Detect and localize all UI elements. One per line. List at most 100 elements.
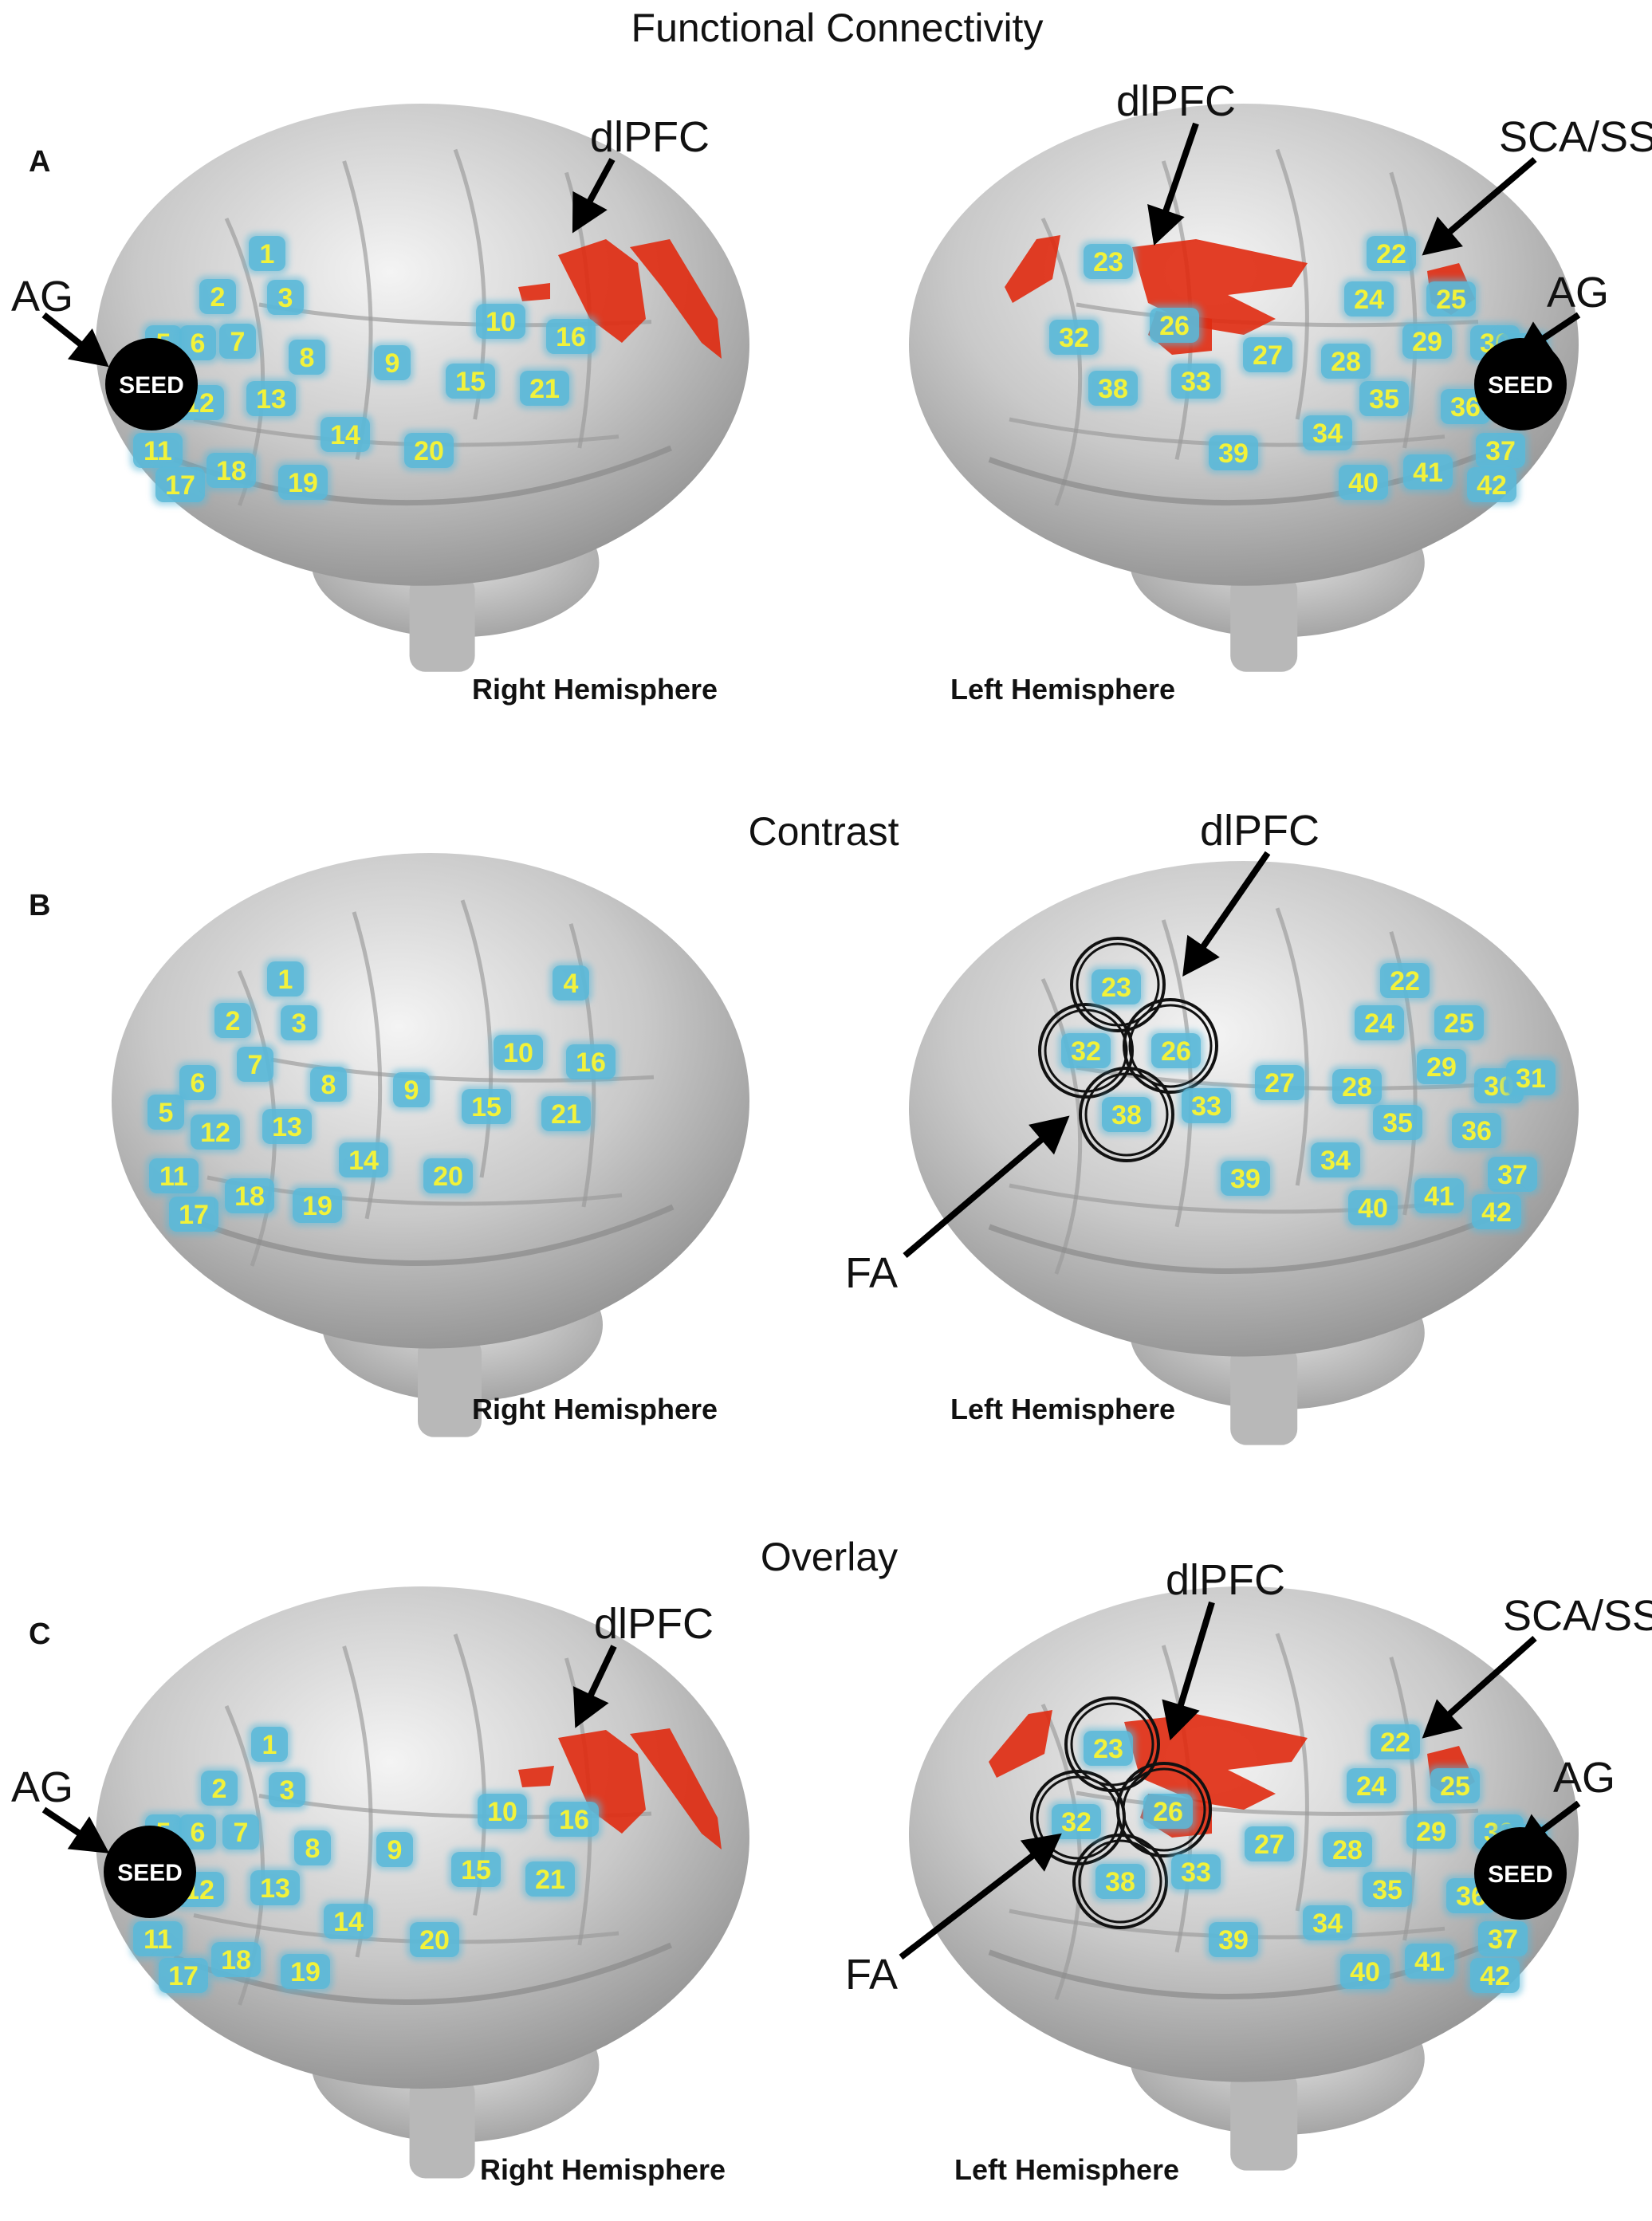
electrode-number: 18: [234, 1181, 265, 1212]
electrode-number: 38: [1098, 374, 1128, 404]
electrode-20: 20: [401, 430, 457, 471]
seed-marker-c-left: SEED: [1474, 1827, 1567, 1920]
electrode-number: 22: [1376, 239, 1406, 269]
electrode-41: 41: [1411, 1175, 1467, 1217]
electrode-29: 29: [1414, 1046, 1469, 1087]
label-scass-c: SCA/SS: [1503, 1592, 1652, 1640]
electrode-17: 17: [152, 464, 208, 505]
electrode-number: 14: [348, 1146, 379, 1176]
seed-marker-a-left: SEED: [1474, 338, 1567, 430]
electrode-4: 4: [549, 962, 592, 1004]
electrode-17: 17: [166, 1193, 222, 1235]
electrode-number: 37: [1485, 436, 1516, 466]
electrodes-panel-c: 1235678910111213141516171819202122232425…: [130, 1721, 1551, 1996]
electrode-number: 35: [1372, 1875, 1402, 1905]
electrode-number: 26: [1153, 1797, 1183, 1827]
electrode-32: 32: [1058, 1030, 1114, 1071]
hemi-label-c-left: Left Hemisphere: [954, 2153, 1179, 2186]
electrode-38: 38: [1085, 368, 1141, 409]
electrode-number: 41: [1414, 1947, 1445, 1977]
arrow-dlpfc-a-right: [572, 158, 616, 234]
panel-letter-a: A: [29, 145, 50, 179]
electrode-11: 11: [146, 1155, 202, 1197]
electrode-number: 34: [1312, 419, 1343, 449]
electrode-number: 38: [1105, 1867, 1135, 1897]
electrode-38: 38: [1092, 1861, 1148, 1902]
electrode-15: 15: [458, 1086, 514, 1127]
electrode-number: 21: [529, 374, 560, 404]
label-ag-a-right: AG: [11, 273, 73, 320]
electrode-32: 32: [1046, 316, 1102, 358]
label-scass-a: SCA/SS: [1499, 113, 1652, 161]
electrode-number: 18: [221, 1945, 251, 1975]
electrode-25: 25: [1431, 1002, 1487, 1044]
electrode-33: 33: [1178, 1085, 1234, 1126]
electrode-42: 42: [1464, 464, 1520, 505]
electrode-26: 26: [1148, 1030, 1204, 1071]
arrow-scass-a: [1422, 156, 1537, 256]
electrode-34: 34: [1308, 1139, 1363, 1181]
electrode-22: 22: [1363, 233, 1419, 274]
electrode-37: 37: [1473, 430, 1528, 471]
electrode-22: 22: [1367, 1721, 1423, 1763]
electrode-11: 11: [130, 1918, 186, 1960]
electrode-number: 9: [387, 1835, 403, 1865]
electrode-number: 11: [144, 1924, 172, 1955]
electrode-number: 7: [248, 1050, 263, 1080]
panel-letter-b: B: [29, 889, 50, 922]
electrode-35: 35: [1356, 378, 1412, 419]
electrode-7: 7: [234, 1044, 277, 1085]
electrode-number: 10: [486, 307, 516, 337]
electrode-number: 36: [1450, 392, 1481, 423]
electrode-number: 26: [1161, 1036, 1191, 1067]
electrode-26: 26: [1147, 305, 1202, 346]
electrode-25: 25: [1423, 278, 1479, 320]
electrode-23: 23: [1080, 241, 1136, 282]
electrode-6: 6: [176, 1811, 219, 1853]
label-dlpfc-a-right: dlPFC: [590, 113, 710, 161]
electrode-number: 23: [1093, 247, 1123, 277]
activation-c-right-3: [518, 1766, 554, 1787]
electrode-number: 7: [234, 1818, 249, 1848]
electrode-number: 16: [559, 1805, 589, 1835]
electrode-number: 19: [288, 468, 318, 498]
electrode-number: 4: [564, 969, 579, 999]
electrode-number: 2: [212, 1774, 227, 1804]
arrow-fa-c: [899, 1833, 1062, 1960]
electrode-37: 37: [1485, 1154, 1540, 1195]
electrode-1: 1: [264, 958, 307, 1000]
electrode-8: 8: [291, 1827, 334, 1869]
electrode-number: 40: [1350, 1957, 1380, 1987]
arrow-dlpfc-a-left: [1147, 122, 1199, 246]
arrow-ag-a-right: [41, 312, 109, 368]
hemi-label-b-left: Left Hemisphere: [950, 1393, 1175, 1425]
electrode-number: 8: [321, 1070, 336, 1100]
arrow-ag-c-left: [1513, 1800, 1581, 1853]
activation-c-left-1: [989, 1710, 1052, 1778]
electrode-number: 6: [191, 1068, 206, 1099]
electrode-8: 8: [307, 1063, 350, 1105]
electrode-number: 5: [159, 1098, 174, 1128]
electrode-25: 25: [1427, 1765, 1483, 1806]
electrode-number: 39: [1218, 438, 1249, 469]
title-functional-connectivity: Functional Connectivity: [631, 6, 1044, 50]
electrode-number: 28: [1331, 347, 1361, 377]
electrode-39: 39: [1206, 1919, 1261, 1960]
electrode-17: 17: [155, 1955, 211, 1996]
electrode-40: 40: [1345, 1187, 1401, 1228]
electrode-number: 40: [1358, 1193, 1388, 1224]
electrode-number: 1: [262, 1730, 277, 1760]
seed-text: SEED: [119, 372, 184, 399]
label-ag-c-left: AG: [1553, 1754, 1615, 1802]
electrode-number: 13: [256, 384, 286, 415]
electrode-13: 13: [243, 378, 299, 419]
electrode-number: 18: [216, 456, 246, 486]
electrode-number: 39: [1218, 1925, 1249, 1956]
label-ag-a-left: AG: [1547, 269, 1609, 316]
fa-circle-b-26: [1123, 998, 1218, 1094]
electrode-number: 27: [1253, 340, 1283, 371]
electrode-number: 19: [290, 1957, 321, 1987]
arrow-fa-b: [903, 1115, 1070, 1259]
electrode-36: 36: [1449, 1110, 1504, 1151]
